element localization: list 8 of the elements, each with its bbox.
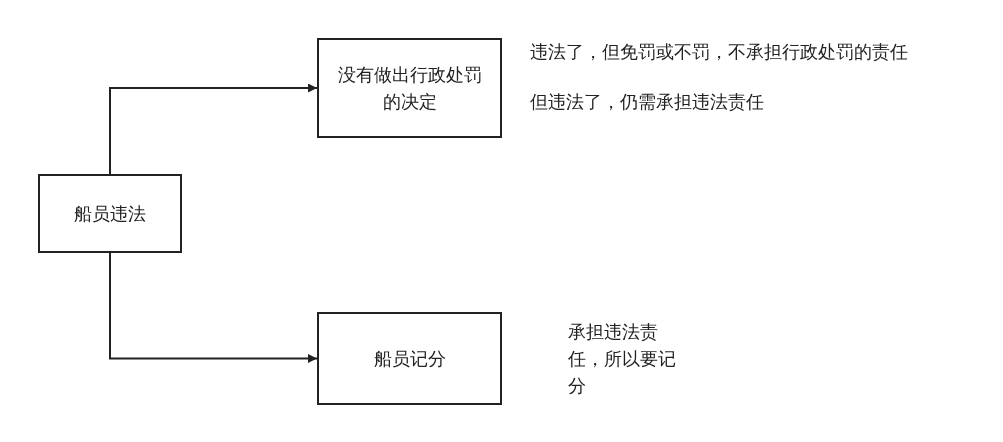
note-text: 但违法了，仍需承担违法责任 <box>530 90 765 114</box>
note-text: 承担违法责任，所以要记分 <box>568 320 677 398</box>
note-text: 违法了，但免罚或不罚，不承担行政处罚的责任 <box>530 40 909 64</box>
arrow <box>109 83 318 175</box>
arrow <box>109 252 318 363</box>
process-box: 船员违法 <box>38 174 182 253</box>
process-box: 船员记分 <box>317 312 502 405</box>
process-box: 没有做出行政处罚的决定 <box>317 38 502 138</box>
